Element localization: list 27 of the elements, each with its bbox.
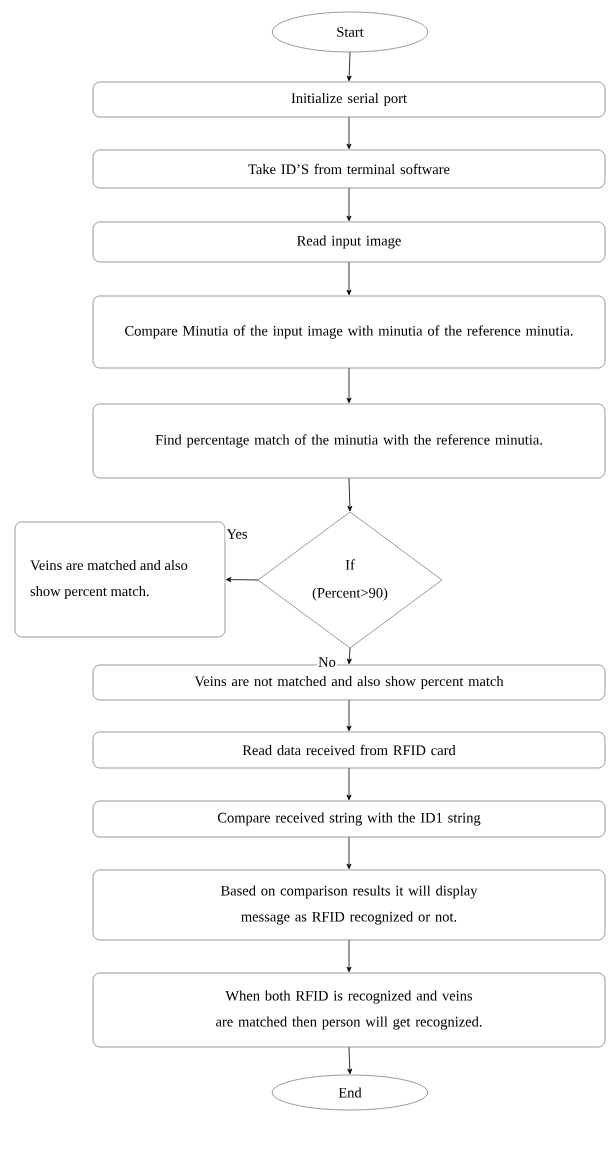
process-box: Based on comparison results it will display message as RFID recognized or not. (92, 869, 606, 941)
edge-label: No (317, 656, 337, 668)
arrow (347, 1046, 353, 1075)
arrow (346, 767, 352, 801)
process-box: Take ID’S from terminal software (92, 149, 606, 189)
process-box: Compare Minutia of the input image with minutia of the reference minutia. (92, 295, 606, 369)
process-box: Read data received from RFID card (92, 731, 606, 769)
edge-label: Yes (225, 528, 249, 540)
process-box: Veins are matched and also show percent match. (14, 521, 226, 638)
process-box: Initialize serial port (92, 81, 606, 118)
process-box: Compare received string with the ID1 string (92, 800, 606, 838)
arrow (346, 647, 352, 665)
arrow (346, 116, 352, 150)
arrow (347, 477, 353, 512)
arrow (346, 836, 352, 870)
terminal-oval: End (272, 1074, 428, 1111)
arrow (346, 939, 352, 973)
arrow (346, 187, 352, 222)
process-box: Read input image (92, 221, 606, 263)
arrow (346, 367, 352, 404)
terminal-oval: Start (272, 11, 428, 53)
arrow (225, 577, 259, 583)
arrow (346, 51, 352, 82)
process-box: When both RFID is recognized and veins are matched then person will get recognized. (92, 972, 606, 1048)
arrow (346, 699, 352, 732)
arrow (346, 261, 352, 296)
process-box: Find percentage match of the minutia with the reference minutia. (92, 403, 606, 479)
